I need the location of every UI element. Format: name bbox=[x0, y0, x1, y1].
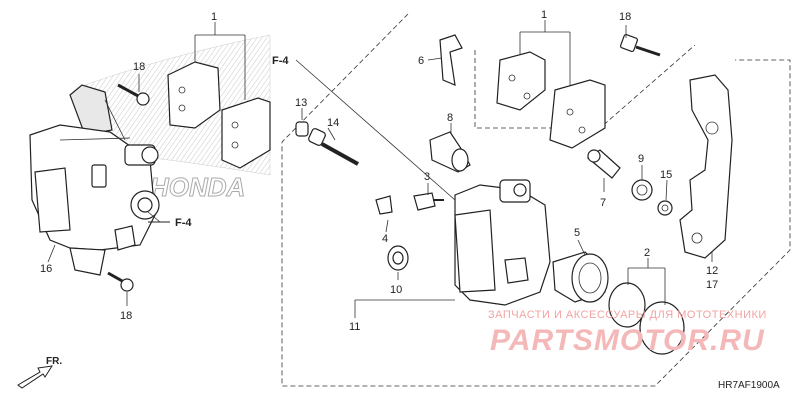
brake-pad-left-pair bbox=[167, 61, 271, 169]
ref-f4-top: F-4 bbox=[272, 55, 289, 67]
label-part-1-right: 1 bbox=[541, 9, 547, 21]
label-part-6: 6 bbox=[418, 55, 424, 67]
label-part-16: 16 bbox=[40, 263, 52, 275]
label-part-17: 17 bbox=[706, 279, 718, 291]
cap-4 bbox=[375, 195, 393, 215]
caliper-body-11 bbox=[454, 179, 551, 306]
bolt-18-upper-left bbox=[117, 83, 150, 106]
boot-13 bbox=[295, 121, 309, 137]
label-part-12: 12 bbox=[706, 265, 718, 277]
pad-set-boundary bbox=[474, 44, 696, 129]
bolt-18-top-right bbox=[619, 33, 661, 57]
label-part-8: 8 bbox=[447, 112, 453, 124]
label-part-14: 14 bbox=[327, 117, 339, 129]
diagram-code: HR7AF1900A bbox=[718, 380, 780, 391]
piston-seal-2 bbox=[608, 282, 685, 355]
caliper-assembly-16 bbox=[29, 84, 160, 276]
label-part-18-top-right: 18 bbox=[619, 11, 631, 23]
piston-5 bbox=[552, 251, 609, 303]
brake-pad-right-pair bbox=[496, 51, 606, 149]
label-part-11: 11 bbox=[349, 321, 360, 333]
part-labels: 1 1 18 18 18 6 8 13 14 3 4 10 11 5 2 7 9… bbox=[40, 9, 718, 333]
seal-10 bbox=[387, 245, 409, 271]
label-part-7: 7 bbox=[600, 197, 606, 209]
bleeder-3 bbox=[413, 192, 444, 211]
label-part-13: 13 bbox=[295, 97, 307, 109]
label-part-3: 3 bbox=[424, 171, 430, 183]
honda-logo-text: HONDA bbox=[150, 172, 245, 202]
label-part-4: 4 bbox=[382, 233, 388, 245]
washer-15 bbox=[657, 200, 673, 216]
label-part-2: 2 bbox=[644, 247, 650, 259]
ref-f4-left-text: F-4 bbox=[175, 217, 192, 229]
boot-9 bbox=[631, 179, 653, 201]
boot-8 bbox=[429, 131, 471, 173]
bracket-12-17 bbox=[679, 74, 733, 259]
label-part-18-lower-left: 18 bbox=[120, 310, 132, 322]
label-part-5: 5 bbox=[574, 227, 580, 239]
ref-f4-left: F-4 bbox=[148, 217, 192, 229]
watermark-line2: PARTSMOTOR.RU bbox=[490, 324, 765, 357]
leader-lines bbox=[47, 20, 713, 318]
assembly-boundary bbox=[281, 13, 791, 387]
label-part-15: 15 bbox=[660, 169, 672, 181]
pad-spring-6 bbox=[439, 34, 463, 86]
bolt-18-lower-left bbox=[107, 271, 134, 292]
ref-f4-top-text: F-4 bbox=[272, 55, 289, 67]
label-part-10: 10 bbox=[390, 284, 402, 296]
label-part-9: 9 bbox=[638, 153, 644, 165]
front-arrow: FR. bbox=[17, 356, 62, 389]
watermark-line1: ЗАПЧАСТИ И АКСЕССУАРЫ ДЛЯ МОТОТЕХНИКИ bbox=[488, 309, 767, 321]
pin-14 bbox=[308, 128, 359, 166]
label-part-1-left: 1 bbox=[211, 11, 217, 23]
watermark: ЗАПЧАСТИ И АКСЕССУАРЫ ДЛЯ МОТОТЕХНИКИ PA… bbox=[488, 309, 767, 357]
slide-pin-7 bbox=[586, 149, 621, 179]
front-label: FR. bbox=[46, 356, 62, 367]
label-part-18-upper-left: 18 bbox=[133, 61, 145, 73]
